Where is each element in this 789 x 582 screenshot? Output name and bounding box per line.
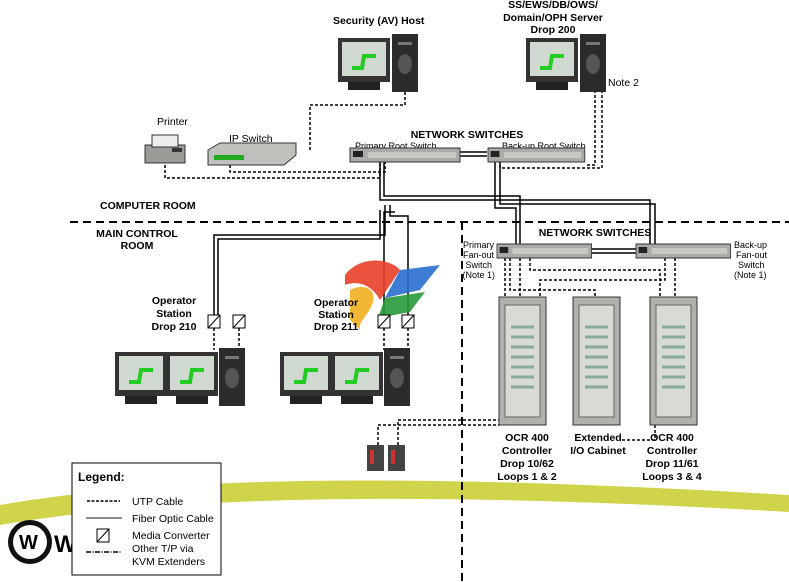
station-210-label-1: Operator — [152, 295, 196, 307]
main-control-room-label-1: MAIN CONTROL — [96, 228, 178, 240]
controller-1-label-3: Drop 10/62 — [500, 458, 554, 470]
media-converter — [207, 314, 221, 329]
primary-fanout-label-3: Switch — [465, 260, 492, 270]
primary-root-switch[interactable] — [349, 147, 461, 163]
server-label-1: SS/EWS/DB/OWS/ — [508, 0, 598, 11]
extended-io-label-1: Extended — [574, 432, 621, 444]
printer-label: Printer — [157, 116, 188, 128]
backup-fanout-label-1: Back-up — [734, 240, 767, 250]
station-210-label-3: Drop 210 — [152, 321, 197, 333]
legend-media-converter: Media Converter — [132, 530, 210, 542]
primary-root-switch-label: Primary Root Switch — [355, 141, 437, 151]
svg-text:W: W — [54, 531, 77, 558]
controller-1-label-2: Controller — [502, 445, 552, 457]
legend-utp: UTP Cable — [132, 496, 183, 508]
controller-2-label-3: Drop 11/61 — [645, 458, 698, 470]
backup-root-switch[interactable] — [487, 147, 586, 163]
printer[interactable] — [144, 134, 186, 164]
controller-1-label-4: Loops 1 & 2 — [497, 471, 557, 483]
security-host-label: Security (AV) Host — [333, 15, 425, 27]
fanout-switches-heading: NETWORK SWITCHES — [539, 227, 652, 239]
station-211-label-2: Station — [318, 309, 354, 321]
server-label-2: Domain/OPH Server — [503, 12, 603, 24]
station-211-label-3: Drop 211 — [314, 321, 359, 333]
backup-fanout-label-3: Switch — [738, 260, 765, 270]
station-211-label-1: Operator — [314, 297, 358, 309]
media-converter — [232, 314, 246, 329]
server-computer[interactable] — [524, 34, 606, 92]
io-modules — [367, 445, 405, 471]
media-converter — [377, 314, 391, 329]
primary-fanout-label-4: (Note 1) — [462, 270, 495, 280]
cables — [164, 90, 676, 445]
ocr400-controller-cabinet-1[interactable] — [497, 295, 548, 427]
primary-fanout-label-2: Fan-out — [463, 250, 495, 260]
root-switches-heading: NETWORK SWITCHES — [411, 129, 524, 141]
controller-2-label-2: Controller — [647, 445, 697, 457]
legend: Legend: UTP Cable Fiber Optic Cable Medi… — [71, 462, 222, 576]
svg-text:W: W — [19, 532, 38, 554]
ip-switch[interactable] — [207, 142, 297, 166]
media-converter — [401, 314, 415, 329]
note-2-label: Note 2 — [608, 77, 639, 89]
extended-io-label-2: I/O Cabinet — [570, 445, 626, 457]
controller-2-label-4: Loops 3 & 4 — [642, 471, 702, 483]
main-control-room-label-2: ROOM — [121, 240, 154, 252]
ocr400-controller-cabinet-2[interactable] — [648, 295, 699, 427]
primary-fanout-switch[interactable] — [496, 243, 593, 259]
operator-station-211[interactable] — [278, 348, 410, 406]
operator-station-210[interactable] — [113, 348, 245, 406]
westinghouse-logo: W W — [8, 520, 77, 564]
backup-fanout-switch[interactable] — [635, 243, 732, 259]
color-logo — [345, 260, 440, 330]
legend-other-tp: Other T/P via — [132, 543, 194, 555]
legend-title: Legend: — [78, 470, 125, 484]
ip-switch-label: IP Switch — [229, 133, 273, 145]
legend-fiber: Fiber Optic Cable — [132, 513, 214, 525]
legend-kvm: KVM Extenders — [132, 556, 205, 568]
security-host-computer[interactable] — [336, 34, 418, 92]
backup-fanout-label-2: Fan-out — [736, 250, 768, 260]
primary-fanout-label-1: Primary — [463, 240, 494, 250]
backup-root-switch-label: Back-up Root Switch — [502, 141, 586, 151]
controller-2-label-1: OCR 400 — [650, 432, 694, 444]
station-210-label-2: Station — [156, 308, 192, 320]
computer-room-label: COMPUTER ROOM — [100, 200, 196, 212]
server-label-3: Drop 200 — [531, 24, 576, 36]
backup-fanout-label-4: (Note 1) — [734, 270, 767, 280]
extended-io-cabinet[interactable] — [571, 295, 622, 427]
controller-1-label-1: OCR 400 — [505, 432, 549, 444]
